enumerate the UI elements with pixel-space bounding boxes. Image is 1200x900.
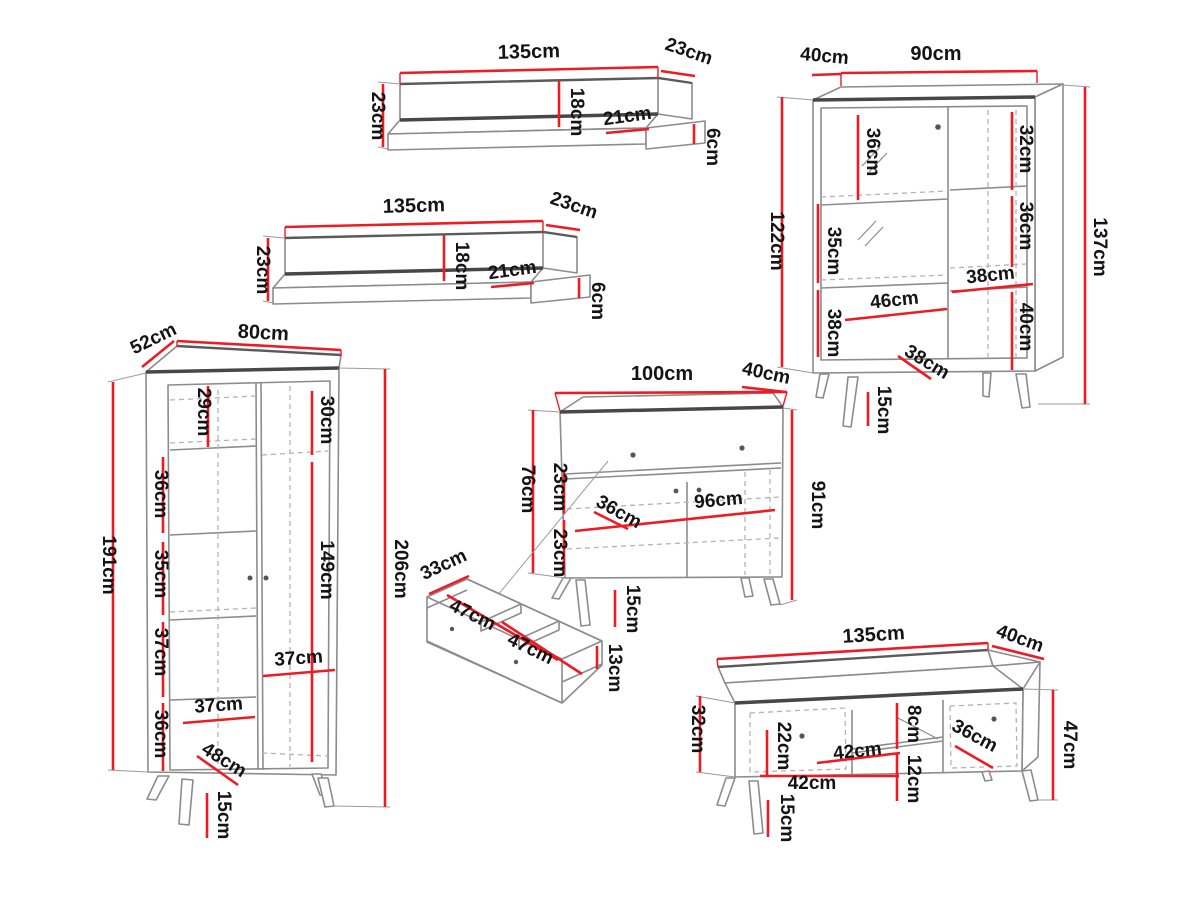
dim-glass-top: 36cm — [862, 128, 883, 177]
dim-left-3: 35cm — [150, 550, 171, 599]
dim-top-depth: 40cm — [740, 358, 792, 389]
dim-width: 100cm — [631, 363, 693, 385]
dim-height: 23cm — [252, 246, 273, 295]
dim-shelf-top-gap: 8cm — [903, 705, 924, 743]
sideboard-drawing: 100cm 40cm 76cm 91cm 23cm 23cm 36cm 96cm… — [492, 358, 828, 634]
dim-shelf-bottom-gap: 12cm — [903, 755, 924, 804]
dim-top-depth: 40cm — [799, 44, 849, 69]
dim-left-4: 37cm — [150, 628, 171, 677]
dim-left-top: 29cm — [193, 388, 214, 437]
dim-right-top: 30cm — [316, 396, 337, 445]
dim-width: 135cm — [382, 194, 445, 218]
dim-height: 13cm — [604, 644, 625, 693]
dim-total-height: 206cm — [390, 539, 411, 598]
drawer-insert-drawing: 33cm 47cm 47cm 13cm — [417, 545, 625, 704]
dim-carcass-height: 122cm — [766, 211, 787, 270]
dim-shelf-height: 23cm — [549, 529, 570, 578]
dim-depth: 23cm — [547, 188, 600, 224]
dim-left-bottom: 38cm — [823, 309, 844, 358]
dim-right-top: 32cm — [1015, 125, 1036, 174]
dim-right-mid: 36cm — [1015, 202, 1036, 251]
dim-carcass-height: 32cm — [687, 705, 708, 754]
dim-leg-height: 15cm — [776, 794, 797, 843]
dim-width: 80cm — [237, 321, 289, 346]
tv-stand-drawing: 135cm 40cm 32cm 47cm 22cm 8cm 42cm 42cm … — [687, 621, 1080, 843]
dim-side-height: 6cm — [702, 128, 723, 166]
dim-leg-height: 15cm — [213, 791, 234, 840]
dim-door-width: 42cm — [788, 773, 837, 794]
dim-width: 90cm — [910, 43, 961, 65]
dim-carcass-height: 191cm — [98, 535, 119, 594]
dim-height: 23cm — [367, 92, 388, 141]
dim-door-height: 22cm — [773, 722, 794, 771]
dim-back-height: 18cm — [566, 88, 587, 137]
dim-drawer-height: 23cm — [549, 463, 570, 512]
wardrobe-drawing: 52cm 80cm 191cm 206cm 29cm 30cm 36cm 35c… — [98, 319, 411, 839]
dim-left-2: 36cm — [150, 470, 171, 519]
dim-total-height: 137cm — [1089, 217, 1110, 276]
dim-depth: 23cm — [662, 34, 715, 70]
wall-shelf-1-drawing: 135cm 23cm 23cm 18cm 21cm 6cm — [367, 34, 723, 166]
dim-leg-height: 15cm — [622, 585, 643, 634]
dim-leg-height: 15cm — [873, 386, 894, 435]
dim-right-section: 149cm — [316, 540, 337, 599]
dim-back-height: 18cm — [451, 242, 472, 291]
dim-inner-width: 96cm — [693, 488, 743, 513]
dim-total-height: 91cm — [807, 481, 828, 530]
dim-right-shelf-width: 38cm — [965, 263, 1016, 289]
dim-right-bottom: 40cm — [1015, 303, 1036, 352]
dim-left-mid: 35cm — [823, 227, 844, 276]
dim-right-width: 37cm — [274, 646, 324, 670]
dim-width: 135cm — [497, 40, 560, 64]
dim-inner-width: 46cm — [869, 288, 920, 314]
dim-left-5: 36cm — [150, 710, 171, 759]
display-cabinet-drawing: 40cm 90cm 122cm 137cm 36cm 32cm 35cm 36c… — [766, 43, 1110, 434]
dim-niche-width: 42cm — [832, 739, 883, 765]
wall-shelf-2-drawing: 135cm 23cm 23cm 18cm 21cm 6cm — [252, 188, 608, 320]
dim-carcass-height: 76cm — [517, 465, 538, 514]
dim-side-height: 6cm — [587, 282, 608, 320]
dim-total-height: 47cm — [1059, 721, 1080, 770]
dim-left-width: 37cm — [194, 693, 244, 717]
dim-top-depth: 40cm — [993, 621, 1046, 657]
dim-width: 135cm — [842, 622, 906, 648]
